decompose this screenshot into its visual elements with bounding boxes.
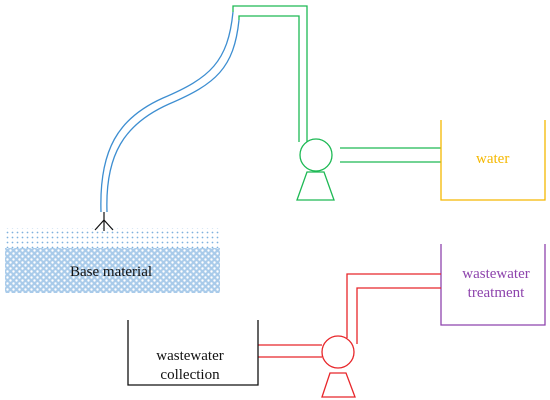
water-tank (440, 120, 546, 201)
treatment-tank (440, 244, 546, 326)
collection-label-line2: collection (160, 367, 220, 383)
blue-hose (100, 11, 240, 213)
water-tank-label: water (476, 151, 510, 167)
collection-tank-label: wastewater collection (145, 347, 235, 385)
green-supply-pipe (232, 5, 441, 163)
treatment-tank-label: wastewater treatment (456, 265, 536, 303)
spray-nozzle-icon (94, 212, 114, 231)
treatment-label-line2: treatment (467, 285, 525, 301)
upper-pump-icon (296, 138, 335, 201)
base-material-label: Base material (70, 264, 153, 280)
collection-label-line1: wastewater (156, 348, 224, 364)
base-material-body (5, 248, 220, 293)
collection-tank (127, 320, 259, 386)
base-material-block (5, 228, 220, 293)
treatment-label-line1: wastewater (462, 266, 530, 282)
base-material-top-layer (5, 228, 220, 248)
red-return-pipe (258, 273, 441, 358)
lower-pump-icon (321, 335, 356, 398)
